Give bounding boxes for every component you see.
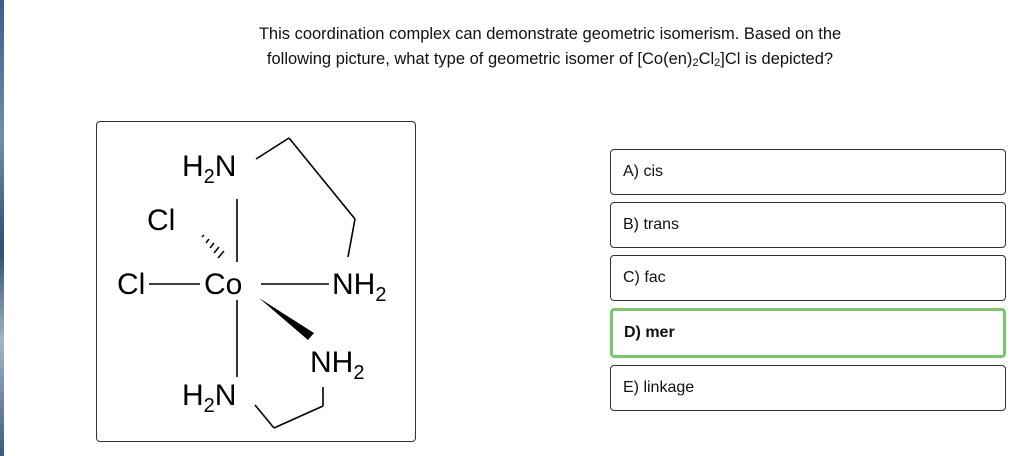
cl-upper-label: Cl (147, 204, 175, 237)
cl-left-label: Cl (117, 268, 145, 301)
question-text-part: Cl (698, 50, 715, 68)
choice-a[interactable]: A) cis (610, 149, 1006, 195)
nh2-lower-label: NH2 (310, 346, 364, 384)
choice-d-selected[interactable]: D) mer (610, 308, 1006, 358)
choice-b[interactable]: B) trans (610, 202, 1006, 248)
subscript: 2 (714, 57, 721, 69)
choice-label: E) linkage (623, 379, 695, 396)
window-edge-strip (0, 0, 4, 456)
h2n-bottom-label: H2N (182, 379, 236, 417)
hashed-wedge-bond (201, 234, 225, 259)
choice-e[interactable]: E) linkage (610, 365, 1006, 411)
question-line-1: This coordination complex can demonstrat… (258, 25, 842, 43)
choice-label: B) trans (623, 216, 680, 233)
question-text: This coordination complex can demonstrat… (170, 22, 930, 72)
molecule-structure-diagram: H2N Cl Cl Co NH2 NH2 H2N (117, 137, 386, 429)
bond (288, 137, 356, 220)
co-label: Co (204, 268, 242, 301)
choice-label: D) mer (624, 324, 675, 341)
choice-c[interactable]: C) fac (610, 255, 1006, 301)
subscript: 2 (692, 57, 699, 69)
question-line-2: following picture, what type of geometri… (170, 47, 930, 72)
answer-choices: A) cis B) trans C) fac D) mer E) linkage (610, 149, 1006, 418)
molecule-structure-panel: H2N Cl Cl Co NH2 NH2 H2N (96, 121, 416, 442)
choice-label: A) cis (623, 163, 663, 180)
h2n-top-label: H2N (182, 150, 236, 188)
bond (347, 218, 356, 258)
choice-label: C) fac (623, 269, 666, 286)
question-text-part: following picture, what type of geometri… (266, 50, 693, 68)
nh2-right-label: NH2 (332, 268, 386, 306)
bond (255, 137, 290, 160)
solid-wedge-bond (259, 298, 314, 340)
bond (273, 405, 324, 429)
bond (254, 404, 275, 429)
question-text-part: ]Cl is depicted? (720, 50, 834, 68)
